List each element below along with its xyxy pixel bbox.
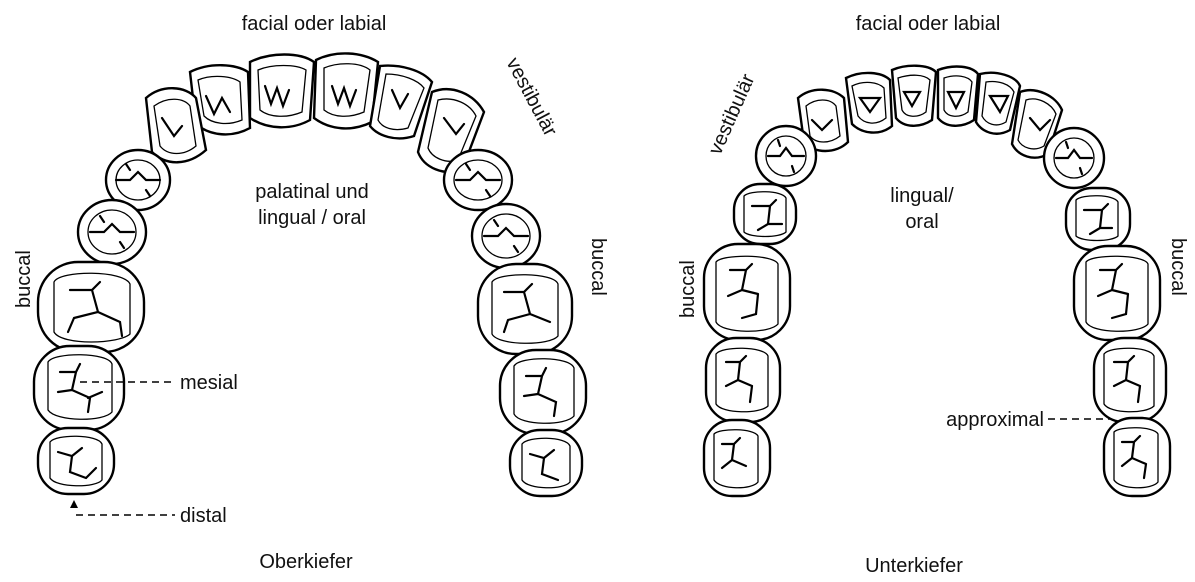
upper-front-teeth bbox=[146, 53, 484, 172]
lower-caption: Unterkiefer bbox=[865, 555, 963, 577]
upper-caption: Oberkiefer bbox=[259, 551, 353, 573]
approximal-label: approximal bbox=[946, 409, 1044, 431]
upper-vestibular-label: vestibulär bbox=[502, 54, 562, 140]
upper-inner-label-line1: palatinal und bbox=[255, 181, 368, 203]
distal-label: distal bbox=[180, 505, 227, 527]
lower-buccal-left-label: buccal bbox=[677, 260, 699, 318]
lower-facial-label: facial oder labial bbox=[856, 13, 1001, 35]
lower-front-teeth bbox=[798, 66, 1062, 158]
upper-right-back-teeth bbox=[444, 150, 586, 496]
lower-inner-label-line2: oral bbox=[905, 211, 938, 233]
upper-left-back-teeth bbox=[34, 150, 170, 494]
upper-inner-label-line2: lingual / oral bbox=[258, 207, 366, 229]
upper-facial-label: facial oder labial bbox=[242, 13, 387, 35]
lower-jaw: facial oder labial vestibulär lingual/ o… bbox=[677, 13, 1189, 577]
lower-left-back-teeth bbox=[704, 126, 816, 496]
upper-buccal-left-label: buccal bbox=[13, 250, 35, 308]
lower-buccal-right-label: buccal bbox=[1167, 238, 1189, 296]
upper-jaw: facial oder labial vestibulär palatinal … bbox=[13, 13, 609, 573]
mesial-label: mesial bbox=[180, 372, 238, 394]
lower-right-back-teeth bbox=[1044, 128, 1170, 496]
lower-vestibular-label: vestibulär bbox=[704, 71, 759, 158]
upper-buccal-right-label: buccal bbox=[587, 238, 609, 296]
lower-inner-label-line1: lingual/ bbox=[890, 185, 954, 207]
distal-arrow-icon bbox=[70, 500, 78, 508]
